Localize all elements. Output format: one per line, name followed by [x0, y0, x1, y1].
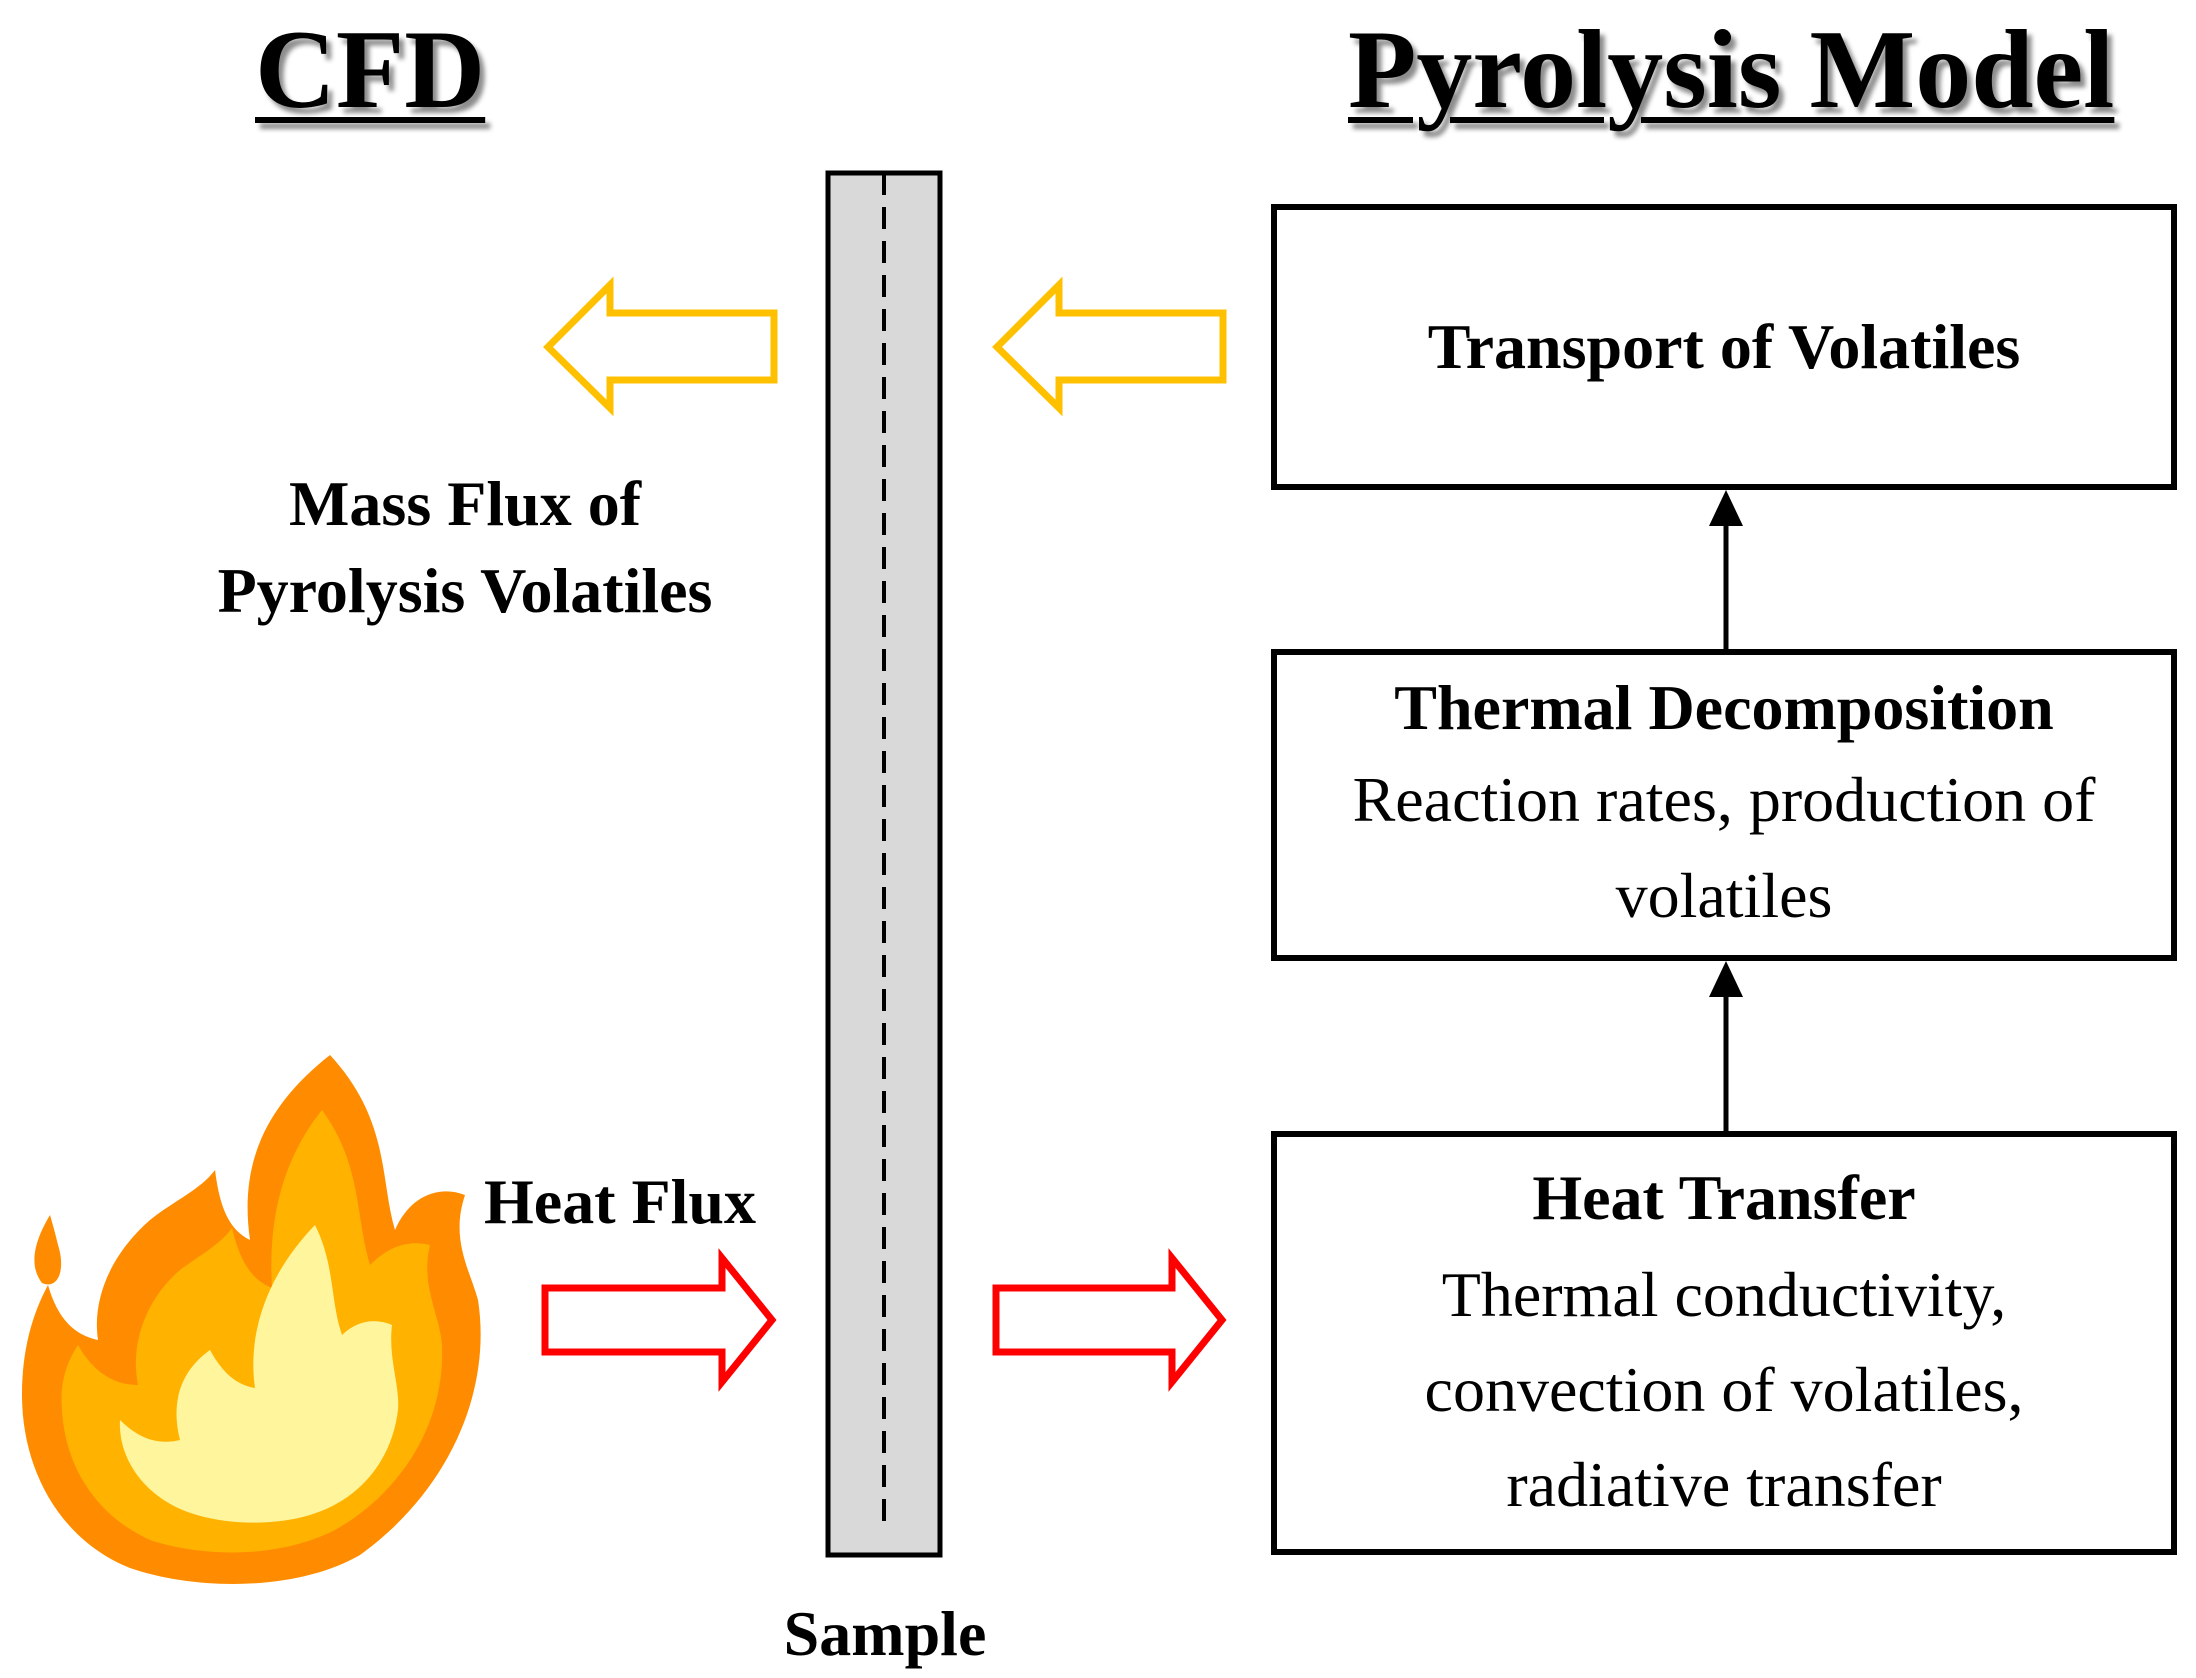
- connector-decomp-to-transport-head: [1709, 490, 1743, 526]
- heat-transfer-box-title: Heat Transfer: [1532, 1162, 1916, 1234]
- mass-flux-arrow-right: [992, 276, 1227, 417]
- transport-of-volatiles-box: Transport of Volatiles: [1271, 204, 2177, 490]
- mass-flux-label: Mass Flux of Pyrolysis Volatiles: [120, 460, 810, 634]
- heat-flux-label: Heat Flux: [484, 1166, 756, 1237]
- pyrolysis-model-heading: Pyrolysis Model: [1348, 8, 2115, 132]
- transport-box-title: Transport of Volatiles: [1427, 311, 2021, 383]
- decomposition-box-desc-line2: volatiles: [1615, 859, 1833, 931]
- heat-transfer-box-desc-line1: Thermal conductivity,: [1441, 1258, 2007, 1330]
- decomposition-box-title: Thermal Decomposition: [1394, 671, 2054, 743]
- thermal-decomposition-box: Thermal Decomposition Reaction rates, pr…: [1271, 649, 2177, 961]
- heat-transfer-box-desc-line3: radiative transfer: [1506, 1449, 1942, 1521]
- fire-icon: [22, 1055, 481, 1584]
- cfd-heading: CFD: [255, 8, 486, 132]
- heat-transfer-box: Heat Transfer Thermal conductivity, conv…: [1271, 1131, 2177, 1555]
- sample-label: Sample: [783, 1598, 987, 1669]
- heat-transfer-box-desc-line2: convection of volatiles,: [1424, 1354, 2024, 1426]
- connector-heat-to-decomp-head: [1709, 961, 1743, 997]
- sample-slab: [825, 170, 943, 1558]
- flame-inner: [119, 1225, 399, 1523]
- mass-flux-label-text: Mass Flux of Pyrolysis Volatiles: [217, 468, 713, 627]
- heat-flux-arrow-left: [541, 1248, 777, 1392]
- decomposition-box-desc-line1: Reaction rates, production of: [1352, 764, 2096, 836]
- flame-droplet: [34, 1215, 62, 1285]
- mass-flux-arrow-left: [543, 276, 778, 417]
- heat-flux-arrow-right: [992, 1248, 1227, 1392]
